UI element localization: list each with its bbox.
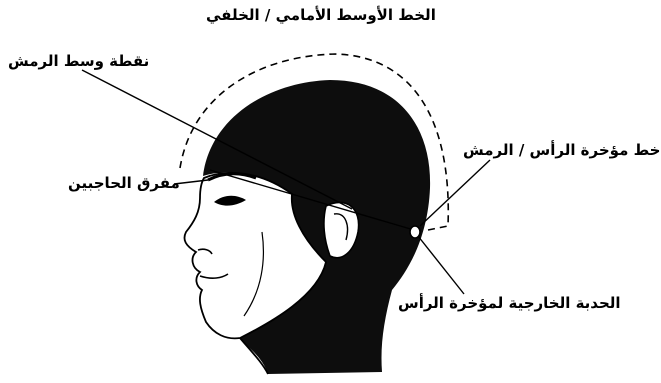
label-eyebrow-parting: مفرق الحاجبين — [68, 174, 180, 192]
occipital-bump-dot — [410, 226, 420, 238]
label-mid-lash-point: نقطة وسط الرمش — [8, 52, 149, 70]
bump-leader — [418, 236, 464, 294]
label-external-occipital-bump: الحدبة الخارجية لمؤخرة الرأس — [398, 294, 621, 312]
label-occiput-lash-line: خط مؤخرة الرأس / الرمش — [463, 141, 660, 159]
label-front-back-midline: الخط الأوسط الأمامي / الخلفي — [206, 6, 436, 24]
occiput-leader — [420, 160, 490, 226]
